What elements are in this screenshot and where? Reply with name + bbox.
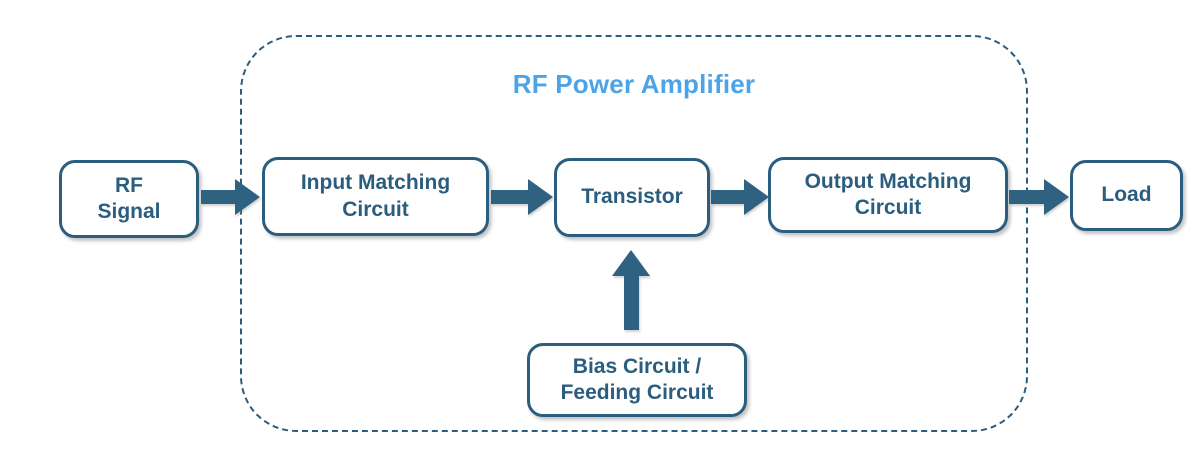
arrow-head <box>235 179 260 215</box>
arrow-head <box>612 250 650 276</box>
node-input-matching-circuit-label: Input Matching Circuit <box>300 171 451 221</box>
arrow-shaft <box>711 190 744 204</box>
node-load-label: Load <box>1101 183 1152 207</box>
arrow-shaft <box>623 276 639 330</box>
arrow-head <box>528 179 553 215</box>
arrow-output-matching-to-load-icon <box>1009 179 1069 215</box>
node-transistor: Transistor <box>554 158 710 237</box>
node-load: Load <box>1070 160 1183 231</box>
node-output-matching-circuit-label: Output Matching Circuit <box>804 169 972 219</box>
arrow-head <box>744 179 769 215</box>
node-output-matching-circuit: Output Matching Circuit <box>768 157 1008 233</box>
node-rf-signal: RF Signal <box>59 160 199 238</box>
node-input-matching-circuit: Input Matching Circuit <box>262 157 489 236</box>
arrow-rf-signal-to-input-matching-icon <box>201 179 260 215</box>
node-bias-feeding-circuit-label: Bias Circuit / Feeding Circuit <box>560 354 714 404</box>
rf-power-amplifier-boundary: RF Power Amplifier <box>240 35 1028 432</box>
arrow-bias-to-transistor-icon <box>612 250 650 330</box>
node-rf-signal-label: RF Signal <box>97 173 161 223</box>
arrow-input-matching-to-transistor-icon <box>491 179 553 215</box>
node-bias-feeding-circuit: Bias Circuit / Feeding Circuit <box>527 343 747 417</box>
diagram-title: RF Power Amplifier <box>512 69 756 99</box>
node-transistor-label: Transistor <box>581 185 683 209</box>
arrow-head <box>1044 179 1069 215</box>
arrow-shaft <box>201 190 235 204</box>
arrow-transistor-to-output-matching-icon <box>711 179 769 215</box>
arrow-shaft <box>1009 190 1044 204</box>
arrow-shaft <box>491 190 528 204</box>
